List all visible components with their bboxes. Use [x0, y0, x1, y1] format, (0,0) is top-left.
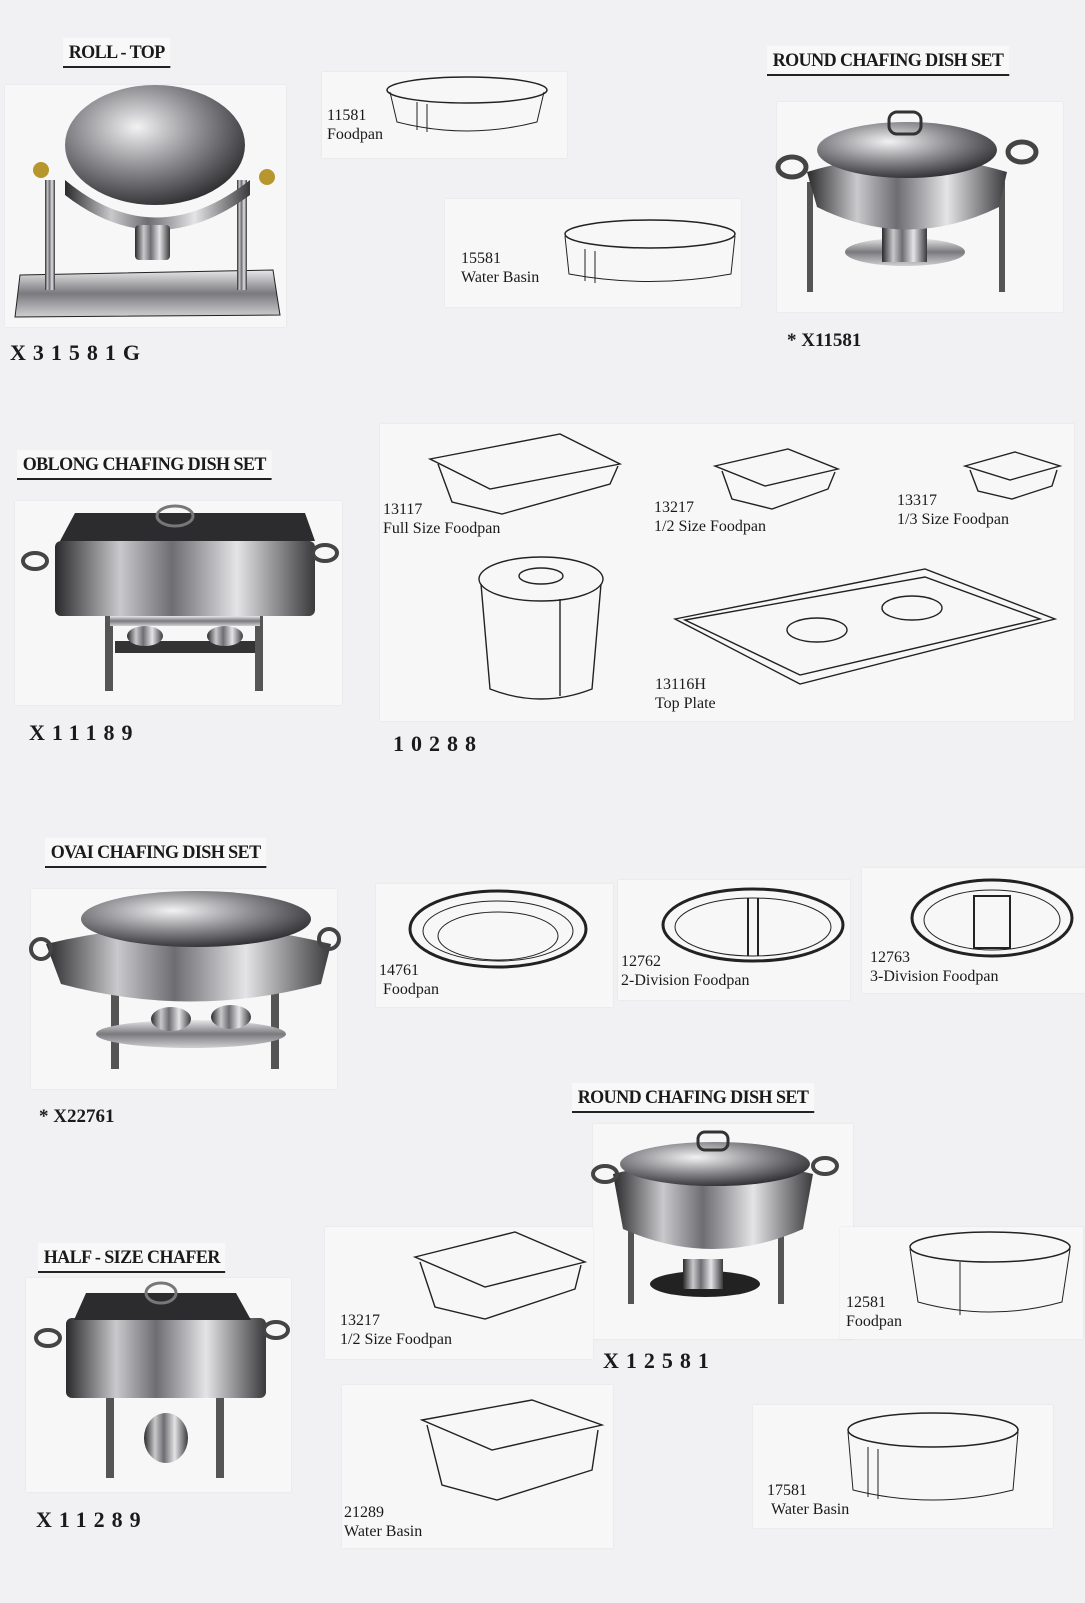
part-name: Full Size Foodpan — [383, 520, 501, 537]
full-size-foodpan-drawing — [427, 433, 623, 490]
roll-top-title: ROLL - TOP — [63, 38, 171, 68]
part-name: 3-Division Foodpan — [870, 968, 999, 985]
oval-chafer-photo — [29, 889, 341, 1089]
part-number: 17581 — [767, 1482, 807, 1499]
oblong-chafer-image — [21, 504, 339, 691]
part-12763: 12763 3-Division Foodpan — [862, 868, 1085, 993]
part-name: 2-Division Foodpan — [621, 972, 750, 989]
half-size-chafer-image — [34, 1281, 290, 1478]
round-set-title: ROUND CHAFING DISH SET — [767, 46, 1010, 76]
oval-foodpan-drawing — [408, 889, 588, 969]
half-size-water-basin-drawing — [419, 1399, 605, 1501]
oval-set-code: * X22761 — [39, 1106, 115, 1127]
round-chafer-2-image — [591, 1130, 839, 1304]
water-basin-drawing — [564, 219, 736, 283]
round-set-2-code: X12581 — [603, 1348, 716, 1373]
part-17581: 17581 Water Basin — [753, 1405, 1053, 1528]
round-chafer-photo — [775, 102, 1063, 312]
part-number: 14761 — [379, 962, 419, 979]
oval-chafer-image — [29, 891, 341, 1069]
part-number: 11581 — [327, 107, 367, 124]
round-foodpan-2-drawing — [909, 1231, 1071, 1315]
top-plate-drawing — [672, 568, 1058, 685]
round-water-basin-drawing — [847, 1412, 1019, 1501]
part-13217-half: 13217 1/2 Size Foodpan — [325, 1227, 593, 1359]
oblong-set-code: X11189 — [29, 720, 140, 745]
roll-top-code: X31581G — [10, 340, 147, 365]
part-number: 15581 — [461, 250, 501, 267]
part-number: 21289 — [344, 1504, 384, 1521]
part-number: 12762 — [621, 953, 661, 970]
oblong-parts-drawings — [427, 433, 1063, 700]
part-number: 13217 — [654, 499, 694, 516]
part-number: 13116H — [655, 676, 706, 693]
round-insert-pot-drawing — [478, 556, 604, 700]
insert-pot-code: 10288 — [393, 731, 483, 756]
three-division-foodpan-drawing — [910, 878, 1074, 958]
round-chafer-2-photo — [591, 1124, 853, 1339]
half-size-foodpan-drawing — [712, 448, 841, 487]
part-name: 1/2 Size Foodpan — [654, 518, 766, 535]
roll-top-photo — [5, 85, 286, 327]
round-chafer-image — [775, 110, 1039, 292]
half-size-title: HALF - SIZE CHAFER — [38, 1243, 226, 1273]
half-size-code: X11289 — [36, 1507, 148, 1532]
part-14761: 14761 Foodpan — [376, 884, 613, 1007]
part-name: Foodpan — [327, 126, 383, 143]
part-number: 13217 — [340, 1312, 380, 1329]
round-set-2-title: ROUND CHAFING DISH SET — [572, 1083, 815, 1113]
part-name: 1/2 Size Foodpan — [340, 1331, 452, 1348]
oblong-chafer-photo — [15, 501, 342, 705]
two-division-foodpan-drawing — [661, 887, 845, 963]
part-name: Water Basin — [344, 1523, 423, 1540]
part-name: Water Basin — [771, 1501, 850, 1518]
oval-set-title: OVAI CHAFING DISH SET — [45, 838, 267, 868]
round-set-code: * X11581 — [787, 330, 862, 351]
part-name: 1/3 Size Foodpan — [897, 511, 1009, 528]
half-size-chafer-photo — [26, 1278, 291, 1492]
round-foodpan-drawing — [386, 76, 548, 132]
part-number: 13117 — [383, 501, 423, 518]
oblong-set-title: OBLONG CHAFING DISH SET — [17, 450, 272, 480]
part-number: 12581 — [846, 1294, 886, 1311]
part-number: 13317 — [897, 492, 937, 509]
half-size-foodpan-drawing — [412, 1231, 588, 1320]
roll-top-chafer-image — [14, 85, 281, 318]
part-name: Foodpan — [383, 981, 439, 998]
part-name: Water Basin — [461, 269, 540, 286]
part-name: Foodpan — [846, 1313, 902, 1330]
part-number: 12763 — [870, 949, 910, 966]
third-size-foodpan-drawing — [962, 451, 1063, 481]
part-name: Top Plate — [655, 695, 716, 712]
part-12762: 12762 2-Division Foodpan — [618, 880, 850, 1000]
